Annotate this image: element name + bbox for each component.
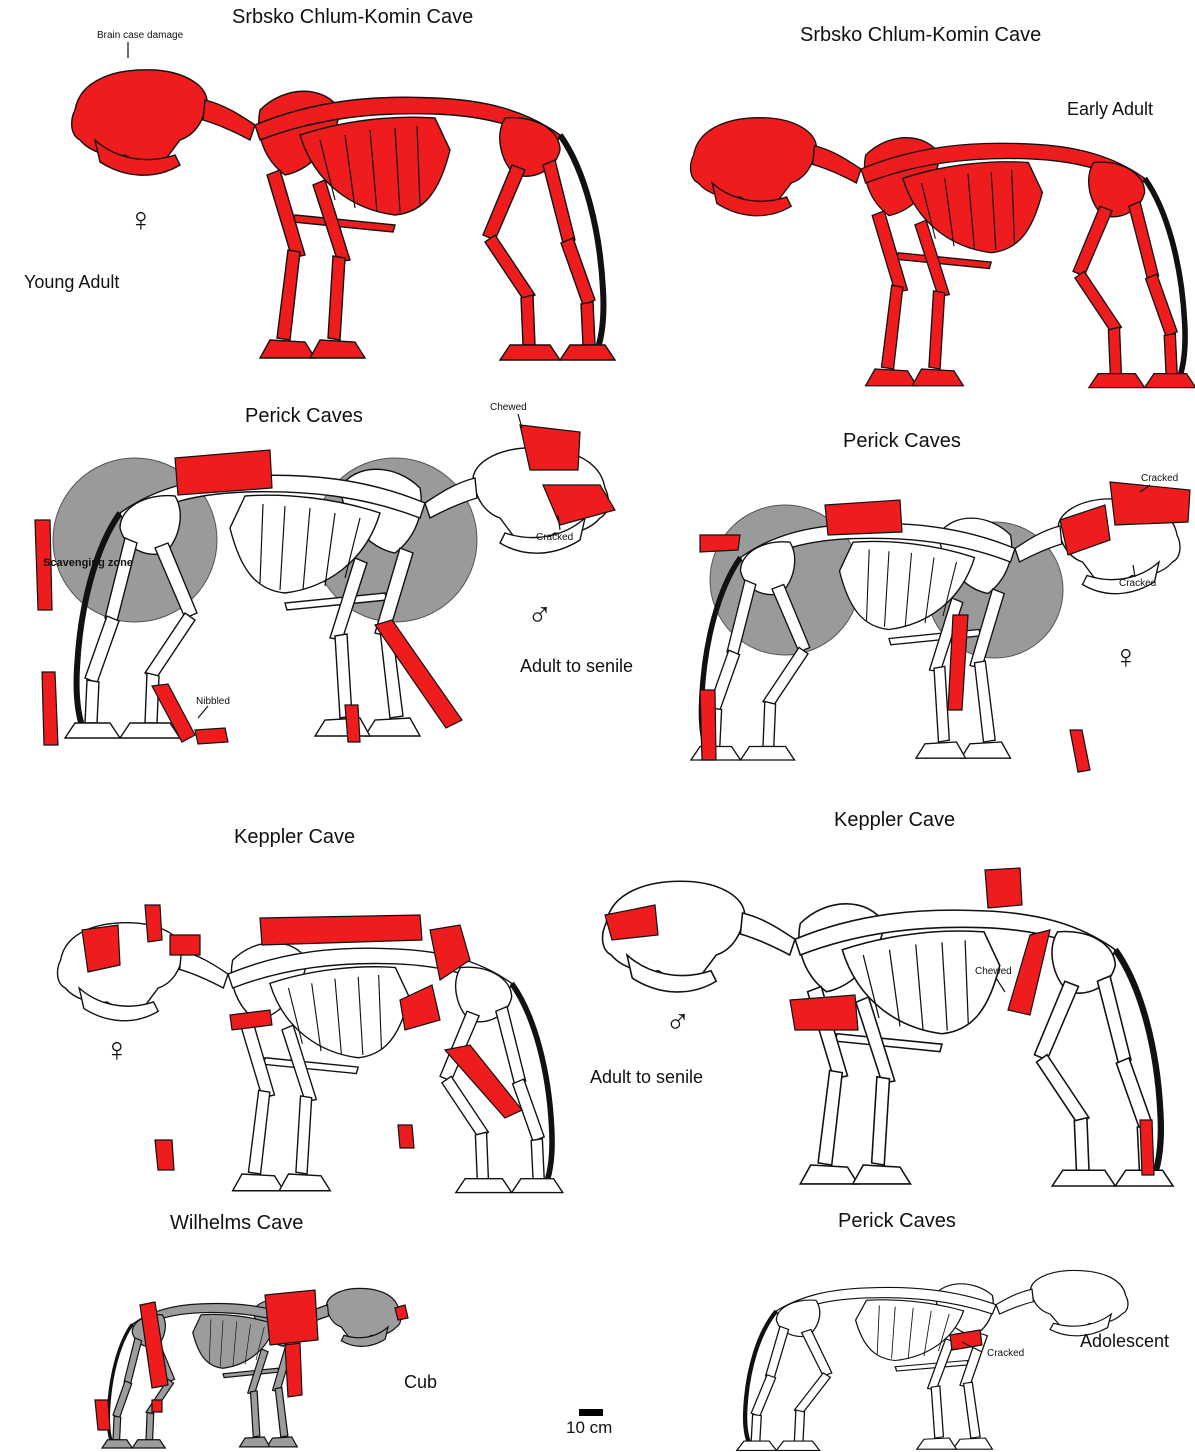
site-title-1: Srbsko Chlum-Komin Cave	[232, 6, 473, 29]
skeleton-perick-adult-male	[35, 425, 615, 745]
annotation-cracked-1: Cracked	[536, 532, 573, 543]
site-title-7: Wilhelms Cave	[170, 1212, 303, 1235]
skeleton-perick-adolescent	[737, 1270, 1128, 1450]
site-title-2: Srbsko Chlum-Komin Cave	[800, 24, 1041, 47]
site-title-4: Perick Caves	[843, 430, 961, 453]
sex-symbol-3: ♂	[527, 598, 553, 632]
age-label-3: Adult to senile	[520, 656, 633, 677]
age-label-2: Early Adult	[1067, 99, 1153, 120]
annotation-chewed-2: Chewed	[975, 966, 1012, 977]
age-label-7: Cub	[404, 1372, 437, 1393]
site-title-8: Perick Caves	[838, 1210, 956, 1233]
annotation-chewed-1: Chewed	[490, 402, 527, 413]
age-label-1: Young Adult	[24, 272, 119, 293]
scale-bar-rect	[579, 1409, 603, 1416]
skeleton-wilhelms-cub	[95, 1288, 408, 1448]
annotation-cracked-4: Cracked	[987, 1348, 1024, 1359]
skeleton-perick-female	[691, 482, 1190, 772]
annotation-brain-case: Brain case damage	[97, 30, 183, 41]
site-title-6: Keppler Cave	[834, 809, 955, 832]
sex-symbol-5: ♀	[104, 1033, 130, 1067]
age-label-6: Adult to senile	[590, 1067, 703, 1088]
annotation-cracked-3: Cracked	[1119, 578, 1156, 589]
scavenging-zone-label: Scavenging zone	[43, 557, 133, 570]
skeleton-srbsko-early-adult	[691, 118, 1195, 388]
age-label-8: Adolescent	[1080, 1331, 1169, 1352]
sex-symbol-1: ♀	[128, 203, 154, 237]
annotation-nibbled: Nibbled	[196, 696, 230, 707]
sex-symbol-6: ♂	[665, 1005, 691, 1039]
site-title-5: Keppler Cave	[234, 826, 355, 849]
skeleton-keppler-female	[58, 905, 563, 1193]
annotation-cracked-2: Cracked	[1141, 473, 1178, 484]
sex-symbol-4: ♀	[1113, 640, 1139, 674]
site-title-3: Perick Caves	[245, 405, 363, 428]
scale-bar-label: 10 cm	[566, 1418, 612, 1438]
